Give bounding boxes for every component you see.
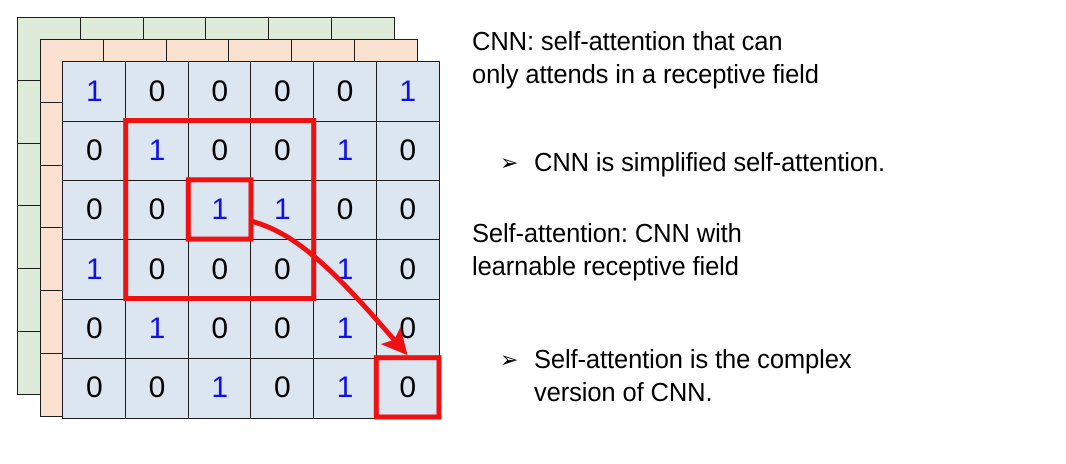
matrix-cell-value: 0 <box>250 357 315 419</box>
matrix-cell-value: 0 <box>124 61 190 123</box>
matrix-cell-value: 0 <box>312 61 378 123</box>
matrix-cell-value: 1 <box>62 239 127 301</box>
selfattention-bullet-row: ➢ Self-attention is the complex version … <box>500 344 1066 410</box>
matrix-cell-value: 1 <box>62 61 127 123</box>
selfattention-bullet-label: Self-attention is the complex version of… <box>534 346 852 407</box>
matrix-cell-value: 1 <box>124 120 190 182</box>
matrix-cell-value: 1 <box>312 120 378 182</box>
matrix-cell-value: 1 <box>187 179 252 241</box>
matrix-cell-value: 0 <box>375 239 440 301</box>
matrix-cell-value: 0 <box>124 357 190 419</box>
matrix-cell-value: 0 <box>250 298 315 360</box>
selfattention-definition-paragraph: Self-attention: CNN with learnable recep… <box>472 220 742 281</box>
matrix-cell-value: 0 <box>187 239 252 301</box>
cnn-bullet-row: ➢ CNN is simplified self-attention. <box>500 147 1066 180</box>
matrix-cell-value: 0 <box>250 239 315 301</box>
matrix-cell-value: 0 <box>250 61 315 123</box>
matrix-cell-value: 0 <box>62 357 127 419</box>
matrix-cell-value: 0 <box>124 239 190 301</box>
matrix-cell-value: 0 <box>187 120 252 182</box>
matrix-cell-value: 1 <box>187 357 252 419</box>
matrix-cell-value: 1 <box>312 357 378 419</box>
matrix-cell-value: 1 <box>312 298 378 360</box>
matrix-cell-value: 0 <box>375 120 440 182</box>
matrix-cell-value: 0 <box>187 61 252 123</box>
matrix-cell-value: 0 <box>250 120 315 182</box>
cnn-definition-paragraph: CNN: self-attention that can only attend… <box>472 28 819 89</box>
matrix-cell-value: 1 <box>375 61 440 123</box>
matrix-cell-value: 0 <box>375 298 440 360</box>
matrix-cell-value: 0 <box>312 179 378 241</box>
matrix-cell-value: 1 <box>312 239 378 301</box>
explanation-text-column: CNN: self-attention that can only attend… <box>470 0 1066 464</box>
matrix-cell-value: 0 <box>187 298 252 360</box>
matrix-cell-value: 0 <box>62 120 127 182</box>
matrix-cell-value: 0 <box>375 179 440 241</box>
matrix-cell-value: 0 <box>124 179 190 241</box>
arrowhead-bullet-icon: ➢ <box>500 151 519 176</box>
cnn-bullet-label: CNN is simplified self-attention. <box>534 149 885 177</box>
matrix-cell-value: 0 <box>62 298 127 360</box>
matrix-cell-value: 0 <box>62 179 127 241</box>
arrowhead-bullet-icon: ➢ <box>500 348 519 373</box>
matrix-cell-value: 1 <box>124 298 190 360</box>
matrix-cell-value: 0 <box>375 357 440 419</box>
matrix-cell-value: 1 <box>250 179 315 241</box>
